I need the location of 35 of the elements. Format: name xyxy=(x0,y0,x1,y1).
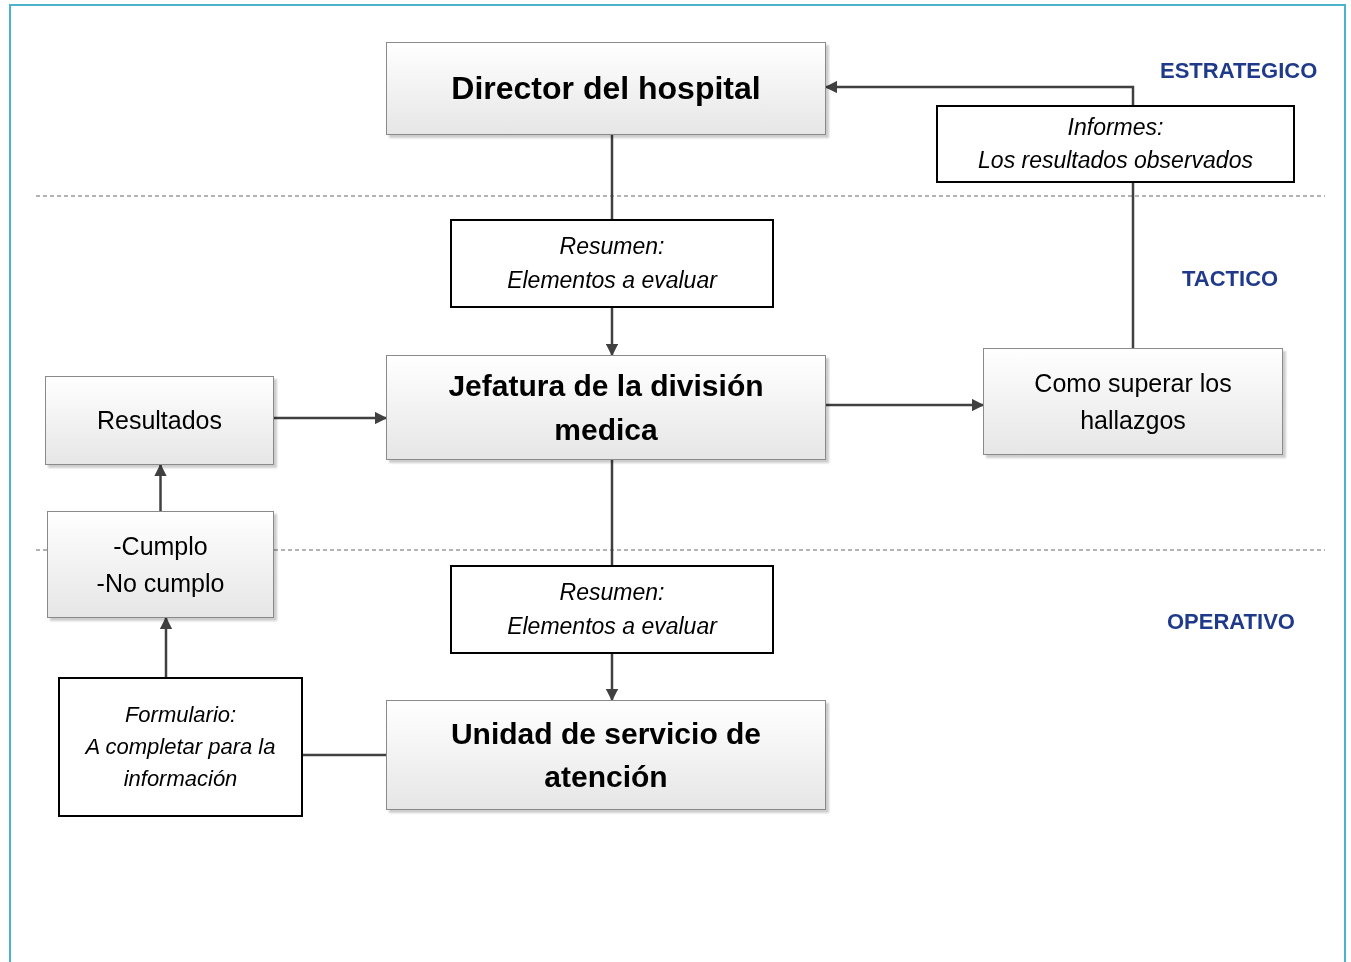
connector-arrow xyxy=(605,654,619,702)
note-box xyxy=(936,105,1295,183)
box-text: Formulario: xyxy=(124,701,237,730)
process-box xyxy=(983,348,1283,455)
process-box xyxy=(45,376,274,465)
box-text: A completar para la información xyxy=(83,733,277,793)
box-text: Los resultados observados xyxy=(978,146,1253,175)
connector-arrow xyxy=(824,80,1135,105)
box-text: Director del hospital xyxy=(451,69,761,109)
box-text: Resultados xyxy=(96,405,223,437)
process-box xyxy=(47,511,274,618)
box-text: Elementos a evaluar xyxy=(507,611,717,641)
connector-arrow xyxy=(274,411,388,425)
level-label: OPERATIVO xyxy=(1167,608,1295,636)
box-text: Elementos a evaluar xyxy=(507,265,717,295)
connector-arrow xyxy=(605,308,619,357)
connector-arrow xyxy=(826,398,985,412)
box-text: Resumen: xyxy=(559,232,665,262)
process-box xyxy=(386,700,826,810)
box-text: -No cumplo xyxy=(96,567,225,599)
level-label: ESTRATEGICO xyxy=(1160,57,1318,85)
box-text: -Cumplo xyxy=(113,531,208,563)
connector-arrow xyxy=(154,463,167,511)
note-box xyxy=(58,677,303,817)
box-text: Informes: xyxy=(1067,112,1164,142)
note-box xyxy=(450,565,774,654)
process-box xyxy=(386,42,826,135)
box-text: Resumen: xyxy=(559,578,665,608)
process-box xyxy=(386,355,826,460)
box-text: Jefatura de la división medica xyxy=(447,368,765,448)
note-box xyxy=(450,219,774,308)
connector-arrow xyxy=(159,616,173,677)
box-text: Como superar los hallazgos xyxy=(1033,368,1233,436)
level-label: TACTICO xyxy=(1182,265,1279,293)
box-text: Unidad de servicio de atención xyxy=(449,715,763,795)
